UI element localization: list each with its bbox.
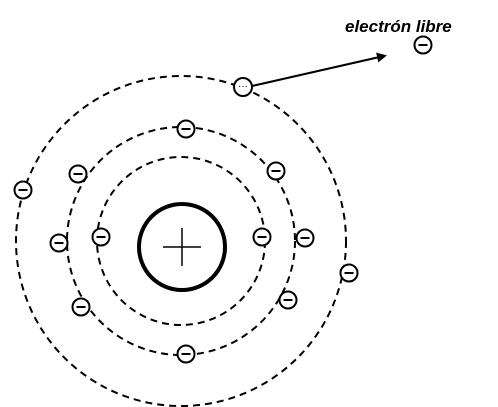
outer-orbit-electron [13,180,33,200]
nucleus [137,202,227,292]
ejected-electron-marker: ··· [238,81,248,92]
middle-orbit-electron [49,233,69,253]
middle-orbit-electron [68,164,88,184]
inner-orbit-electron [91,227,111,247]
outer-orbit-electron [339,263,359,283]
electrons [13,35,433,364]
inner-orbit-electron [176,344,196,364]
ejected-electron: ··· [233,77,253,97]
free-electron-label: electrón libre [345,17,452,36]
middle-orbit [66,126,296,356]
middle-orbit-electron [71,297,91,317]
middle-orbit-electron [295,228,315,248]
inner-orbit-electron [176,119,196,139]
free-electron [413,35,433,55]
inner-orbit-electron [252,227,272,247]
outer-orbit [15,75,347,407]
middle-orbit-electron [266,161,286,181]
ejection-arrow [251,52,387,87]
middle-orbit-electron [278,290,298,310]
